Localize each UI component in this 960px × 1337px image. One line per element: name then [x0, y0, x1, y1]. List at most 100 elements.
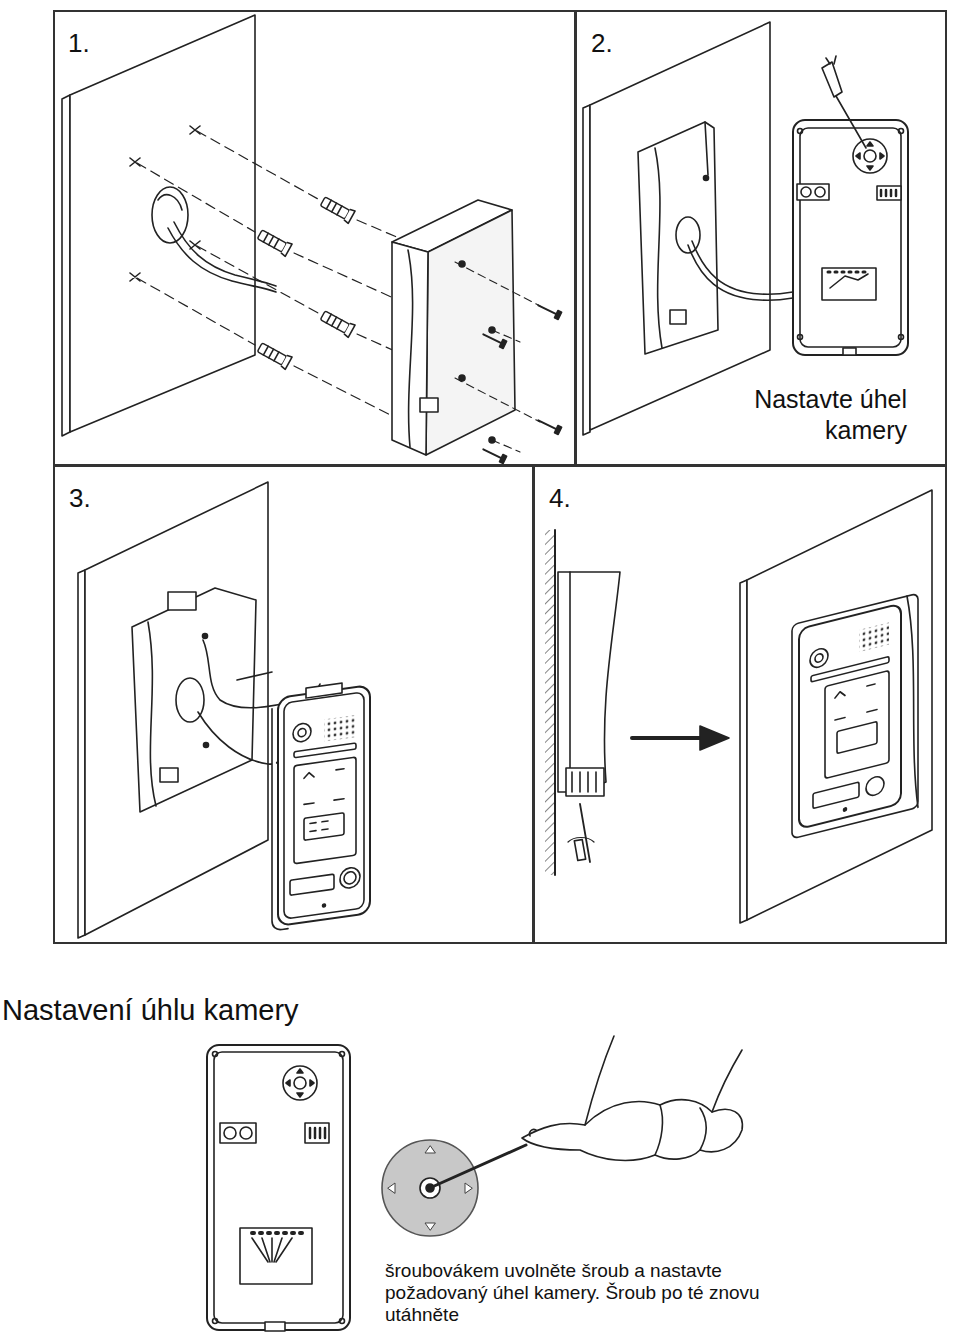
step-two-drawing-part — [655, 148, 662, 348]
step-four-drawing-part — [545, 530, 555, 875]
step-two-drawing-part — [881, 190, 896, 196]
step-two-drawing-part — [798, 335, 803, 340]
step-one-drawing-part — [70, 15, 255, 432]
panel-note: Nastavte úhel kamery — [717, 384, 907, 447]
step-one-drawing-part — [158, 195, 182, 210]
step-three-drawing-part-part — [278, 685, 370, 926]
step-one-drawing-part — [152, 187, 188, 243]
step-three-drawing-part — [272, 679, 370, 931]
step-four-drawing — [545, 490, 932, 923]
camera-angle-drawing-part — [382, 1140, 478, 1236]
camera-angle-drawing-part — [305, 1123, 329, 1143]
step-two-drawing-part — [822, 62, 842, 97]
camera-angle-drawing-part — [522, 1100, 742, 1161]
step-three-drawing-part-part — [304, 813, 344, 841]
camera-angle-drawing-part — [224, 1127, 236, 1139]
camera-angle-drawing-part — [283, 1066, 317, 1100]
step-panel: 1. — [53, 10, 576, 466]
camera-angle-drawing-part — [207, 1045, 350, 1330]
step-two-drawing-part — [853, 139, 887, 173]
step-panel: 2. Nastavte úhel kamery — [575, 10, 947, 466]
step-three-drawing-part-part — [298, 728, 306, 737]
step-four-drawing-part-part — [815, 653, 823, 663]
step-four-drawing-part-part — [792, 593, 918, 838]
camera-angle-drawing-part — [214, 1052, 343, 1323]
step-three-drawing-part-part — [306, 683, 342, 698]
step-three-drawing-part-part — [340, 866, 360, 889]
step-three-drawing-part-part — [344, 871, 356, 885]
step-three-drawing-part-part — [290, 874, 334, 895]
step-three-drawing-part-part — [293, 722, 311, 743]
step-number: 4. — [549, 483, 571, 514]
step-two-drawing-part — [822, 268, 876, 300]
camera-angle-drawing-part — [712, 1050, 742, 1112]
step-four-drawing-part-part — [859, 623, 889, 652]
step-three-drawing-part-part — [324, 715, 356, 741]
step-two-drawing-part — [676, 217, 700, 253]
step-one-drawing-part — [482, 446, 507, 464]
camera-angle-drawing-part — [310, 1128, 325, 1138]
step-four-drawing-part — [700, 726, 729, 750]
step-one-drawing-part — [482, 331, 507, 349]
step-one-drawing-part — [319, 309, 355, 337]
step-one-drawing-part — [408, 250, 413, 447]
step-three-drawing-part — [203, 634, 208, 639]
step-four-drawing-part — [572, 772, 596, 792]
step-four-drawing-part — [574, 839, 585, 860]
step-two-drawing-part — [836, 96, 866, 148]
step-two-drawing-part — [798, 129, 803, 134]
camera-angle-drawing-part — [213, 1319, 218, 1324]
step-one-drawing-part — [256, 341, 292, 369]
step-panel: 3. — [53, 465, 534, 944]
step-three-drawing-part — [198, 712, 282, 764]
step-four-drawing-part — [566, 768, 604, 796]
step-three-drawing-part-part — [294, 743, 356, 758]
step-three-drawing-part — [78, 570, 85, 938]
step-two-drawing-part — [864, 150, 876, 162]
step-three-drawing — [78, 482, 370, 938]
step-two-drawing — [583, 22, 908, 435]
camera-angle-drawing-part — [294, 1077, 306, 1089]
step-four-drawing-part — [569, 572, 571, 790]
step-two-drawing-part — [815, 187, 825, 197]
step-two-drawing-part — [797, 184, 829, 200]
step-two-drawing-part — [638, 122, 718, 354]
step-two-drawing-part — [826, 56, 836, 64]
step-two-drawing-part — [670, 310, 686, 324]
instruction-note: šroubovákem uvolněte šroub a nastavte po… — [385, 1260, 805, 1327]
step-four-drawing-part-part — [907, 593, 918, 810]
step-three-drawing-part-part — [304, 768, 344, 805]
step-two-drawing-part — [877, 186, 901, 200]
step-one-drawing-part — [420, 398, 438, 412]
step-one-drawing-part — [426, 210, 515, 455]
camera-angle-drawing-part — [265, 1322, 285, 1331]
step-four-drawing-part-part — [866, 775, 884, 797]
step-four-drawing-part-part — [813, 782, 859, 808]
step-two-drawing-part — [830, 274, 868, 288]
step-one-drawing-part — [62, 95, 70, 436]
step-two-drawing-part — [583, 105, 590, 435]
camera-angle-drawing-part — [529, 1129, 536, 1136]
camera-angle-drawing-part — [252, 1231, 302, 1235]
camera-angle-drawing-part — [340, 1052, 345, 1057]
section-heading: Nastavení úhlu kamery — [2, 993, 299, 1028]
step-four-drawing-part-part — [825, 671, 889, 779]
step-number: 3. — [69, 483, 91, 514]
camera-angle-drawing-part — [220, 1123, 256, 1143]
camera-angle-drawing-part — [388, 1146, 472, 1230]
step-two-drawing-part — [705, 122, 708, 175]
step-number: 2. — [591, 28, 613, 59]
step-one-drawing-part — [130, 126, 200, 281]
step-four-drawing-part — [554, 530, 556, 875]
step-one-drawing-part — [537, 417, 562, 435]
step-four-drawing-part-part — [844, 808, 847, 812]
step-one-drawing-part — [392, 242, 428, 455]
camera-angle-drawing-part — [240, 1127, 252, 1139]
step-one-drawing-part — [537, 302, 562, 320]
step-two-drawing-part — [801, 187, 811, 197]
camera-angle-drawing-part — [340, 1319, 345, 1324]
step-four-drawing-part — [792, 593, 918, 838]
camera-angle-drawing-part — [420, 1178, 440, 1198]
